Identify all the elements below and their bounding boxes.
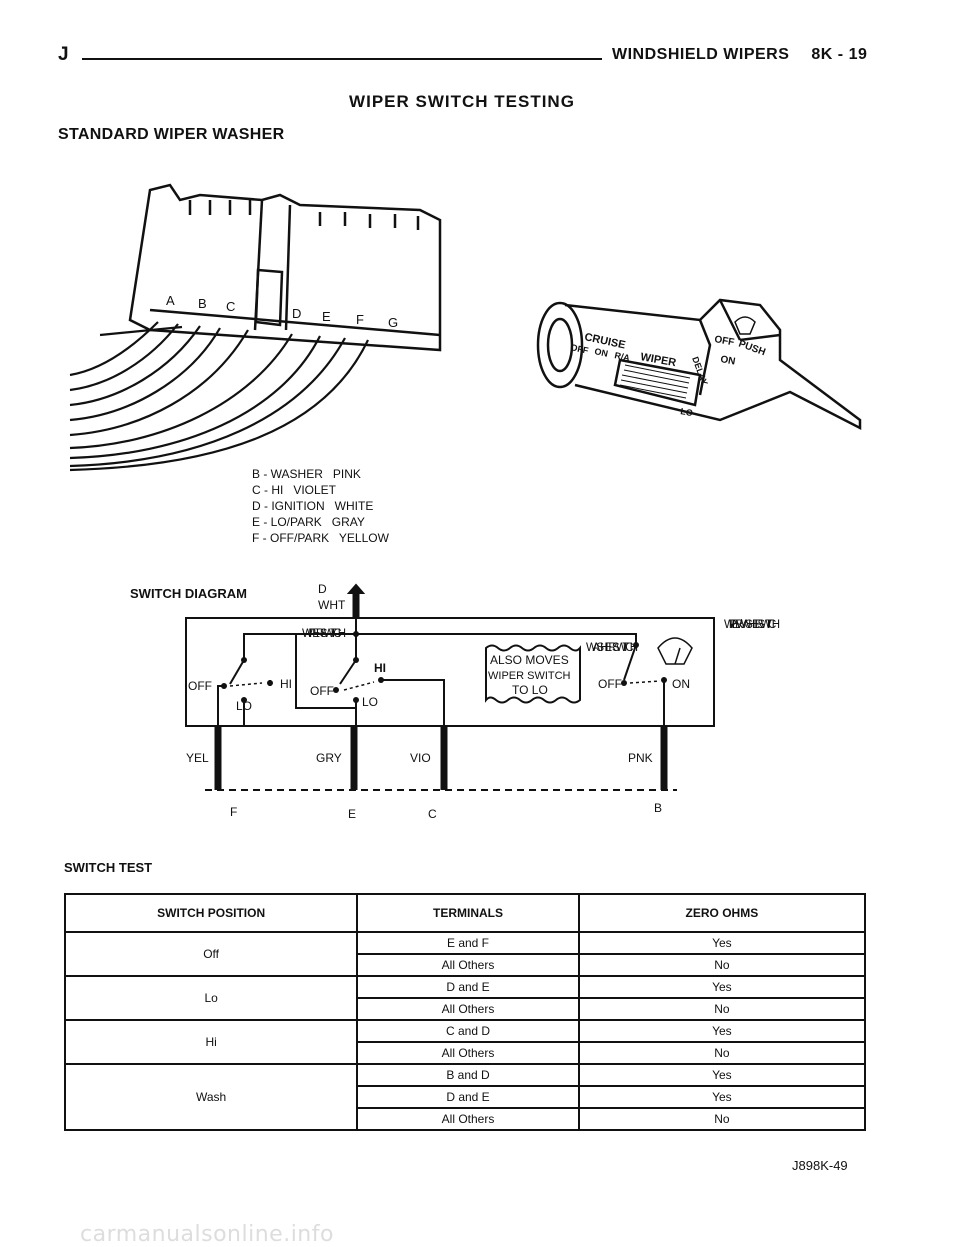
windshield-washer-icon [734, 316, 756, 335]
zero-ohms-cell: Yes [577, 1019, 867, 1043]
terminals-cell: All Others [356, 997, 580, 1021]
pin-label-g: G [388, 315, 398, 330]
multifunction-stalk [536, 298, 862, 431]
column-header-terminals: TERMINALS [356, 893, 580, 933]
washer-switch-label: WASHER SWITCH [586, 642, 638, 654]
pin-label-b: B [198, 296, 207, 311]
legend-line-1: B - WASHER PINK [252, 467, 361, 481]
note-line-3: TO LO [512, 683, 548, 697]
pos-on: ON [672, 677, 690, 691]
zero-ohms-cell: No [577, 1041, 867, 1065]
pos-hi-1: HI [280, 677, 292, 691]
zero-ohms-cell: No [577, 953, 867, 977]
pos-lo-1: LO [236, 699, 252, 713]
wire-e-term: E [348, 807, 356, 821]
wire-d-term: D [318, 582, 327, 596]
table-row: Lo D and E Yes [63, 975, 867, 1021]
column-header-position: SWITCH POSITION [63, 893, 359, 933]
header-page-number: 8K - 19 [811, 46, 868, 63]
switch-test-heading: SWITCH TEST [64, 860, 153, 875]
wire-b-term: B [654, 801, 662, 815]
wire-vio-color: VIO [410, 751, 431, 765]
terminals-cell: E and F [356, 931, 580, 955]
table-row: Hi C and D Yes [63, 1019, 867, 1065]
terminals-cell: C and D [356, 1019, 580, 1043]
switch-test-table: SWITCH POSITION TERMINALS ZERO OHMS Off … [63, 893, 867, 1131]
header-letter: J [58, 44, 69, 65]
pin-label-f: F [356, 312, 364, 327]
wire-d-color: WHT [318, 598, 346, 612]
pos-hi-2: HI [374, 661, 386, 675]
position-cell: Wash [63, 1063, 359, 1131]
wire-gry-color: GRY [316, 751, 342, 765]
switch-diagram: D WHT WIPER SWITCH WASHER SWITCH WIPER/ … [185, 582, 780, 821]
header-section-title: WINDSHIELD WIPERS [612, 46, 790, 63]
wire-c-term: C [428, 807, 437, 821]
terminals-cell: D and E [356, 1085, 580, 1109]
wire-yel-color: YEL [186, 751, 209, 765]
position-cell: Lo [63, 975, 359, 1021]
wiper-switch-label: WIPER SWITCH [302, 628, 346, 640]
wire-pnk-color: PNK [628, 751, 653, 765]
table-row: Off E and F Yes [63, 931, 867, 977]
watermark: carmanualsonline.info [80, 1222, 334, 1247]
page-subtitle: STANDARD WIPER WASHER [58, 126, 285, 143]
wire-f-term: F [230, 805, 237, 819]
terminals-cell: B and D [356, 1063, 580, 1087]
stalk-grip [619, 364, 691, 399]
position-cell: Off [63, 931, 359, 977]
header-section: WINDSHIELD WIPERS 8K - 19 [612, 46, 867, 64]
connector-illustration: A B C D E F G B - WASHER PINK C - HI VIO… [69, 183, 862, 545]
pin-label-a: A [166, 293, 175, 308]
terminals-cell: All Others [356, 1041, 580, 1065]
table-row: All Others No [65, 953, 867, 977]
pin-label-e: E [322, 309, 331, 324]
table-row: D and E Yes [65, 1085, 867, 1109]
stalk-ra-label: R/A [614, 350, 632, 363]
table-row: Wash B and D Yes [63, 1063, 867, 1131]
pos-off-3: OFF [598, 677, 622, 691]
position-cell: Hi [63, 1019, 359, 1065]
stalk-off-right-label: OFF [713, 334, 735, 348]
note-line-1: ALSO MOVES [490, 653, 569, 667]
note-line-2: WIPER SWITCH [488, 670, 571, 682]
legend-line-2: C - HI VIOLET [252, 483, 337, 497]
zero-ohms-cell: Yes [577, 1085, 867, 1109]
page-title: WIPER SWITCH TESTING [349, 92, 575, 111]
table-row: All Others No [65, 1107, 867, 1131]
wiper-arm-icon [657, 637, 693, 665]
legend-line-3: D - IGNITION WHITE [252, 499, 373, 513]
stalk-on-label: ON [594, 346, 609, 359]
header-rule [82, 58, 602, 60]
figure-id: J898K-49 [792, 1158, 848, 1173]
switch-diagram-heading: SWITCH DIAGRAM [130, 586, 247, 601]
terminals-cell: All Others [356, 953, 580, 977]
table-row: All Others No [65, 997, 867, 1021]
stalk-on-right-label: ON [719, 354, 736, 367]
pos-off-1: OFF [188, 679, 212, 693]
pin-label-d: D [292, 306, 301, 321]
wiper-washer-switch-label: WIPER/ WASHER SWITCH [724, 619, 780, 631]
stalk-lo-label: LO [680, 406, 694, 418]
zero-ohms-cell: Yes [577, 1063, 867, 1087]
zero-ohms-cell: No [577, 997, 867, 1021]
zero-ohms-cell: Yes [577, 975, 867, 999]
column-header-zero-ohms: ZERO OHMS [577, 893, 867, 933]
terminals-cell: D and E [356, 975, 580, 999]
zero-ohms-cell: No [577, 1107, 867, 1131]
pin-label-c: C [226, 299, 235, 314]
legend-line-4: E - LO/PARK GRAY [252, 515, 365, 529]
legend-line-5: F - OFF/PARK YELLOW [252, 531, 390, 545]
table-row: All Others No [65, 1041, 867, 1065]
stalk-off-label: OFF [570, 342, 590, 356]
zero-ohms-cell: Yes [577, 931, 867, 955]
terminals-cell: All Others [356, 1107, 580, 1131]
pos-off-2: OFF [310, 684, 334, 698]
pos-lo-2: LO [362, 695, 378, 709]
table-header-row: SWITCH POSITION TERMINALS ZERO OHMS [63, 893, 867, 933]
